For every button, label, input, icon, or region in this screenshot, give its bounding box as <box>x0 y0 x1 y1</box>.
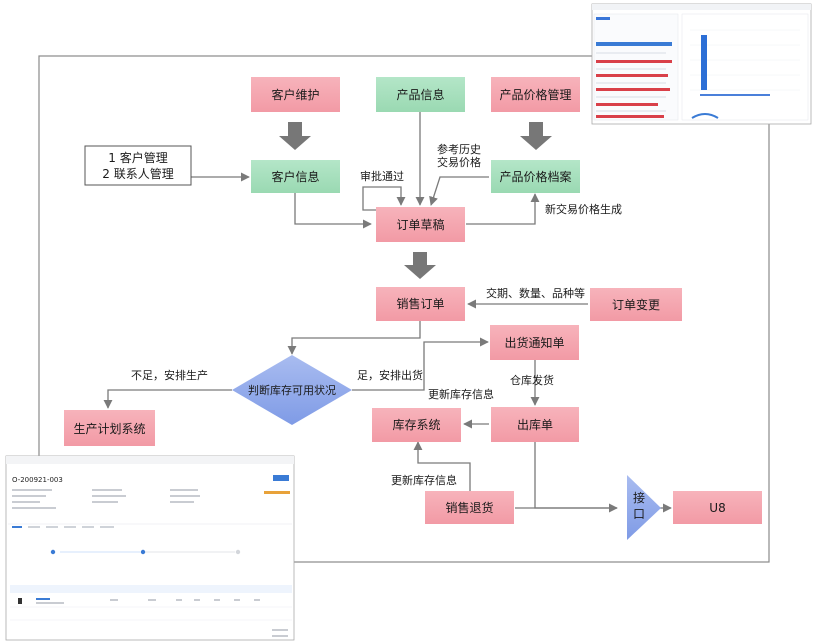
edge-return-to-inventory <box>413 441 471 491</box>
diagram-frame <box>38 55 770 563</box>
label-approval-passed: 审批通过 <box>360 169 404 183</box>
label-new-price: 新交易价格生成 <box>545 202 622 216</box>
node-check-inventory: 判断库存可用状况 <box>232 355 352 425</box>
node-product-info: 产品信息 <box>376 77 465 112</box>
node-label: 产品信息 <box>396 87 444 102</box>
label-delivery-qty: 交期、数量、品种等 <box>486 286 585 300</box>
node-label: 产品价格管理 <box>499 87 571 102</box>
node-label: 出货通知单 <box>504 335 564 350</box>
node-u8: U8 <box>673 491 762 524</box>
node-label: 销售退货 <box>445 500 493 515</box>
node-label: 销售订单 <box>396 296 444 311</box>
label-insufficient: 不足，安排生产 <box>131 368 208 382</box>
thumbnail-chart <box>690 29 800 91</box>
edge-approval-loop <box>362 186 406 211</box>
thumbnail-order-detail: O-200921-003 <box>5 455 295 641</box>
node-label: 判断库存可用状况 <box>248 383 336 397</box>
node-label: 客户维护 <box>271 87 319 102</box>
label-sufficient: 足，安排出货 <box>357 368 423 382</box>
node-production-plan: 生产计划系统 <box>64 410 155 446</box>
block-arrow-1 <box>279 122 311 150</box>
edge-check-to-notice <box>352 337 489 391</box>
node-shipping-notice: 出货通知单 <box>490 325 579 360</box>
node-label: 库存系统 <box>392 417 440 432</box>
block-arrows <box>279 122 552 279</box>
node-sales-order: 销售订单 <box>376 287 465 321</box>
node-label: 订单草稿 <box>396 217 444 232</box>
node-inventory-system: 库存系统 <box>372 408 461 442</box>
edge-draft-to-archive <box>466 193 540 225</box>
edge-check-to-production <box>103 389 232 409</box>
edge-customer-info-to-draft <box>294 193 372 229</box>
node-label: 生产计划系统 <box>73 422 145 436</box>
thumbnail-list <box>596 42 672 118</box>
label-ref-history-1: 参考历史 <box>437 142 481 156</box>
node-order-draft: 订单草稿 <box>376 207 465 242</box>
label-ref-history-2: 交易价格 <box>437 155 481 169</box>
edge-outbound-to-interface <box>534 442 618 513</box>
note-line-2: 2 联系人管理 <box>102 166 173 181</box>
node-label: 产品价格档案 <box>499 169 571 184</box>
node-label: 订单变更 <box>612 297 660 312</box>
node-customer-info: 客户信息 <box>251 160 340 193</box>
node-order-change: 订单变更 <box>590 288 682 321</box>
node-interface: 接 口 <box>627 475 661 540</box>
interface-label-char-2: 口 <box>633 507 645 521</box>
node-customer-maintenance: 客户维护 <box>251 77 340 112</box>
node-product-price-archive: 产品价格档案 <box>491 160 580 193</box>
thumbnail-order-number: O-200921-003 <box>12 476 63 484</box>
edge-archive-to-draft <box>429 176 489 206</box>
thumbnail-dashboard <box>591 3 812 125</box>
node-label: 客户信息 <box>271 169 319 184</box>
block-arrow-2 <box>520 122 552 150</box>
interface-label-char-1: 接 <box>633 490 645 505</box>
note-line-1: 1 客户管理 <box>108 150 167 165</box>
label-update-inv-2: 更新库存信息 <box>391 473 457 487</box>
node-outbound-order: 出库单 <box>491 407 579 442</box>
connectors <box>103 112 672 513</box>
node-product-price-mgmt: 产品价格管理 <box>491 77 580 112</box>
node-label: U8 <box>709 501 725 515</box>
node-label: 出库单 <box>517 417 553 432</box>
block-arrow-3 <box>404 252 436 279</box>
label-warehouse-ship: 仓库发货 <box>510 373 554 387</box>
label-update-inv-1: 更新库存信息 <box>428 387 494 401</box>
edge-order-to-check <box>287 321 421 355</box>
note-box: 1 客户管理 2 联系人管理 <box>84 145 192 186</box>
node-sales-return: 销售退货 <box>425 491 514 524</box>
